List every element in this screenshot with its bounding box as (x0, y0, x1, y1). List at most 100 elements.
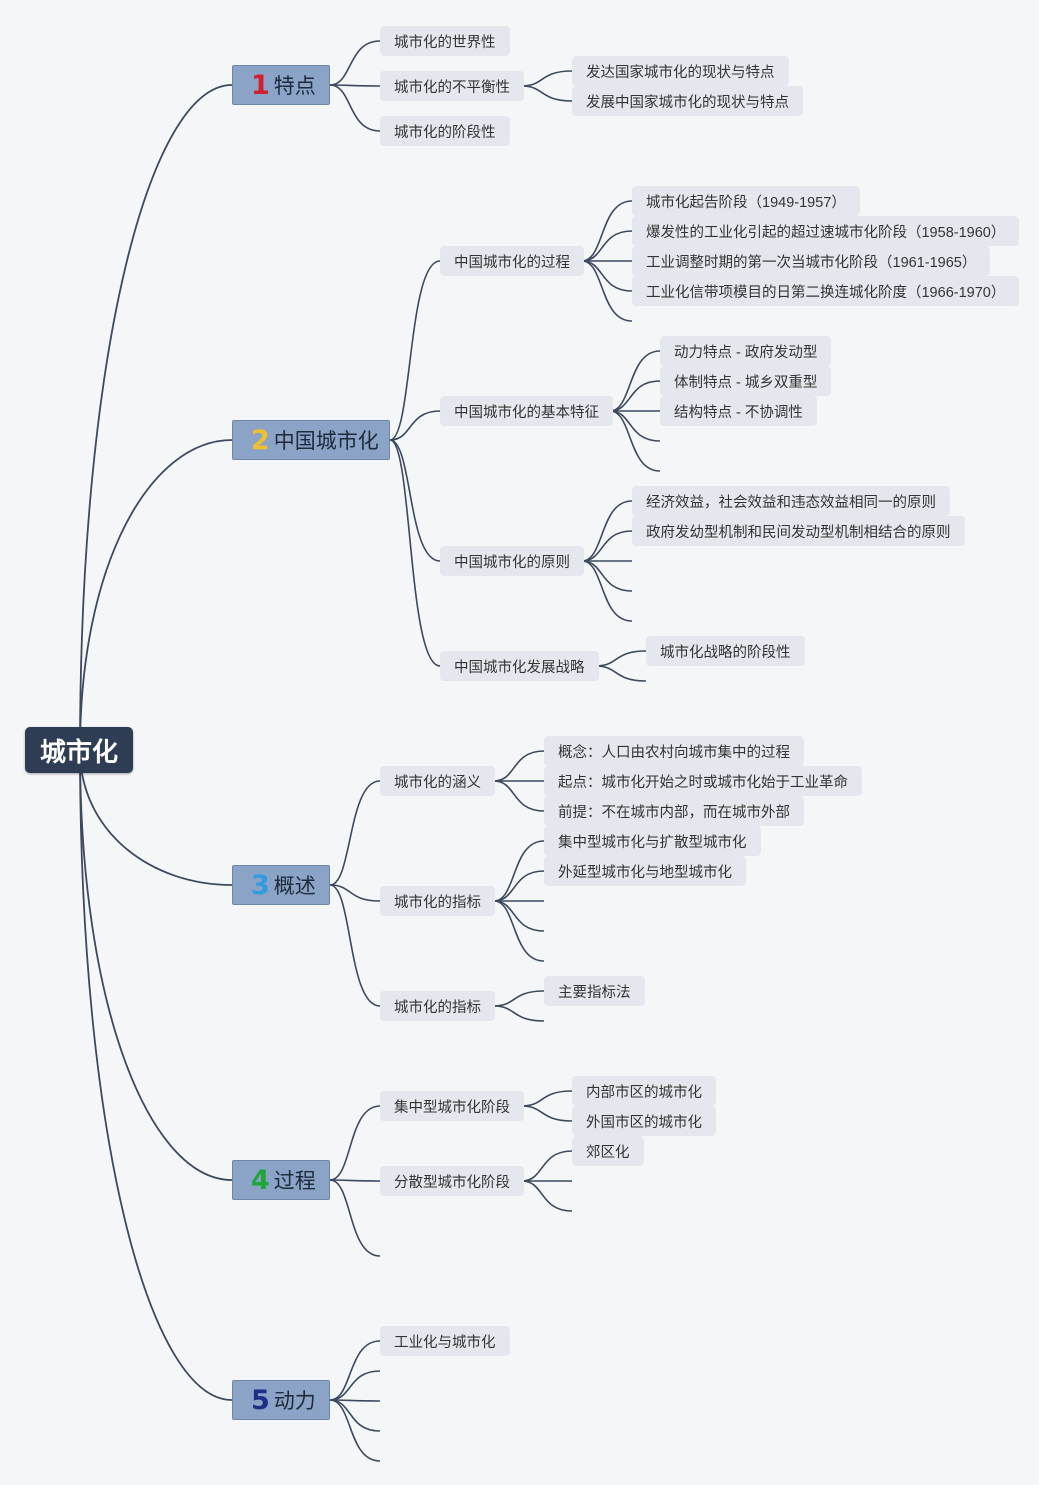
leaf-process-stage-2[interactable]: 爆发性的工业化引起的超过速城市化阶段（1958-1960） (632, 216, 1020, 246)
indicators-a-connector (493, 840, 545, 902)
branch-3-connector (329, 884, 381, 902)
branch-3-overview[interactable]: 3 概述 (232, 865, 330, 905)
branch-5-connector (329, 1370, 381, 1401)
imbalance-connector (521, 70, 573, 87)
root-connector-2 (79, 439, 233, 751)
branch-label: 特点 (273, 75, 316, 98)
concentrated-connector (521, 1090, 573, 1107)
root-node[interactable]: 城市化 (25, 727, 133, 773)
leaf-principle-benefits[interactable]: 经济效益，社会效益和违态效益相同一的原则 (632, 486, 950, 516)
node-indicators-a[interactable]: 城市化的指标 (380, 886, 495, 916)
features-connector (609, 410, 661, 442)
indicators-b-connector (493, 1005, 545, 1022)
leaf-main-indicator-method[interactable]: 主要指标法 (544, 976, 645, 1006)
indicators-a-connector (493, 900, 545, 962)
leaf-inner-city[interactable]: 内部市区的城市化 (572, 1076, 716, 1106)
root-connector-4 (79, 749, 233, 1181)
node-china-principles[interactable]: 中国城市化的原则 (440, 546, 584, 576)
leaf-developed-countries[interactable]: 发达国家城市化的现状与特点 (572, 56, 789, 86)
leaf-suburbanization[interactable]: 郊区化 (572, 1136, 644, 1166)
leaf-process-stage-1[interactable]: 城市化起告阶段（1949-1957） (632, 186, 860, 216)
number-3: 3 (251, 869, 270, 901)
branch-4-connector (329, 1105, 381, 1181)
leaf-extension-type[interactable]: 外延型城市化与地型城市化 (544, 856, 746, 886)
leaf-premise[interactable]: 前提：不在城市内部，而在城市外部 (544, 796, 804, 826)
strategy-connector (595, 665, 647, 682)
branch-5-connector (329, 1340, 381, 1401)
imbalance-connector (521, 85, 573, 102)
number-5: 5 (251, 1384, 270, 1416)
node-stages[interactable]: 城市化的阶段性 (380, 116, 510, 146)
root-connector-5 (79, 749, 233, 1401)
leaf-feature-dynamic[interactable]: 动力特点 - 政府发动型 (660, 336, 832, 366)
node-indicators-b[interactable]: 城市化的指标 (380, 991, 495, 1021)
principles-connector (581, 560, 633, 592)
node-meaning[interactable]: 城市化的涵义 (380, 766, 495, 796)
number-2: 2 (251, 424, 270, 456)
indicators-b-connector (493, 990, 545, 1007)
leaf-concentrated-diffused[interactable]: 集中型城市化与扩散型城市化 (544, 826, 761, 856)
node-imbalance[interactable]: 城市化的不平衡性 (380, 71, 524, 101)
number-4: 4 (251, 1164, 270, 1196)
node-concentrated-stage[interactable]: 集中型城市化阶段 (380, 1091, 524, 1121)
branch-5-driving-force[interactable]: 5 动力 (232, 1380, 330, 1420)
branch-1-connector (329, 40, 381, 86)
branch-1-connector (329, 84, 381, 87)
node-world-nature[interactable]: 城市化的世界性 (380, 26, 510, 56)
leaf-process-stage-4[interactable]: 工业化信带项模目的日第二换连城化阶度（1966-1970） (632, 276, 1020, 306)
node-industrialization[interactable]: 工业化与城市化 (380, 1326, 510, 1356)
branch-label: 动力 (273, 1390, 316, 1413)
dispersed-connector (521, 1150, 573, 1182)
branch-4-connector (329, 1179, 381, 1182)
features-connector (609, 410, 661, 472)
features-connector (609, 350, 661, 412)
branch-3-connector (329, 780, 381, 886)
branch-3-connector (329, 884, 381, 1007)
principles-connector (581, 500, 633, 562)
branch-label: 中国城市化 (273, 430, 379, 453)
process-connector (581, 260, 633, 292)
leaf-strategy-stages[interactable]: 城市化战略的阶段性 (646, 636, 805, 666)
indicators-a-connector (493, 900, 545, 932)
dispersed-connector (521, 1180, 573, 1212)
node-dispersed-stage[interactable]: 分散型城市化阶段 (380, 1166, 524, 1196)
leaf-concept[interactable]: 概念：人口由农村向城市集中的过程 (544, 736, 804, 766)
process-connector (581, 200, 633, 262)
branch-1-features[interactable]: 1 特点 (232, 65, 330, 105)
root-connector-3 (79, 749, 233, 886)
branch-label: 概述 (273, 875, 316, 898)
strategy-connector (595, 650, 647, 667)
process-connector (581, 260, 633, 322)
branch-2-connector (389, 439, 441, 667)
branch-4-process[interactable]: 4 过程 (232, 1160, 330, 1200)
principles-connector (581, 560, 633, 622)
number-1: 1 (251, 69, 270, 101)
leaf-developing-countries[interactable]: 发展中国家城市化的现状与特点 (572, 86, 803, 116)
leaf-principle-mechanisms[interactable]: 政府发幼型机制和民间发动型机制相结合的原则 (632, 516, 965, 546)
principles-connector (581, 530, 633, 562)
branch-2-connector (389, 439, 441, 562)
meaning-connector (493, 750, 545, 782)
branch-2-connector (389, 260, 441, 441)
node-china-features[interactable]: 中国城市化的基本特征 (440, 396, 613, 426)
features-connector (609, 380, 661, 412)
leaf-feature-structure[interactable]: 结构特点 - 不协调性 (660, 396, 817, 426)
meaning-connector (493, 780, 545, 812)
branch-4-connector (329, 1179, 381, 1257)
node-china-process[interactable]: 中国城市化的过程 (440, 246, 584, 276)
root-connector-1 (79, 84, 233, 751)
branch-2-china-urbanization[interactable]: 2 中国城市化 (232, 420, 390, 460)
leaf-process-stage-3[interactable]: 工业调整时期的第一次当城市化阶段（1961-1965） (632, 246, 991, 276)
concentrated-connector (521, 1105, 573, 1122)
process-connector (581, 230, 633, 262)
indicators-a-connector (493, 870, 545, 902)
branch-label: 过程 (273, 1170, 316, 1193)
leaf-feature-system[interactable]: 体制特点 - 城乡双重型 (660, 366, 832, 396)
branch-2-connector (389, 410, 441, 441)
branch-1-connector (329, 84, 381, 132)
leaf-starting-point[interactable]: 起点：城市化开始之时或城市化始于工业革命 (544, 766, 862, 796)
node-china-strategy[interactable]: 中国城市化发展战略 (440, 651, 599, 681)
branch-5-connector (329, 1399, 381, 1462)
leaf-outer-city[interactable]: 外国市区的城市化 (572, 1106, 716, 1136)
